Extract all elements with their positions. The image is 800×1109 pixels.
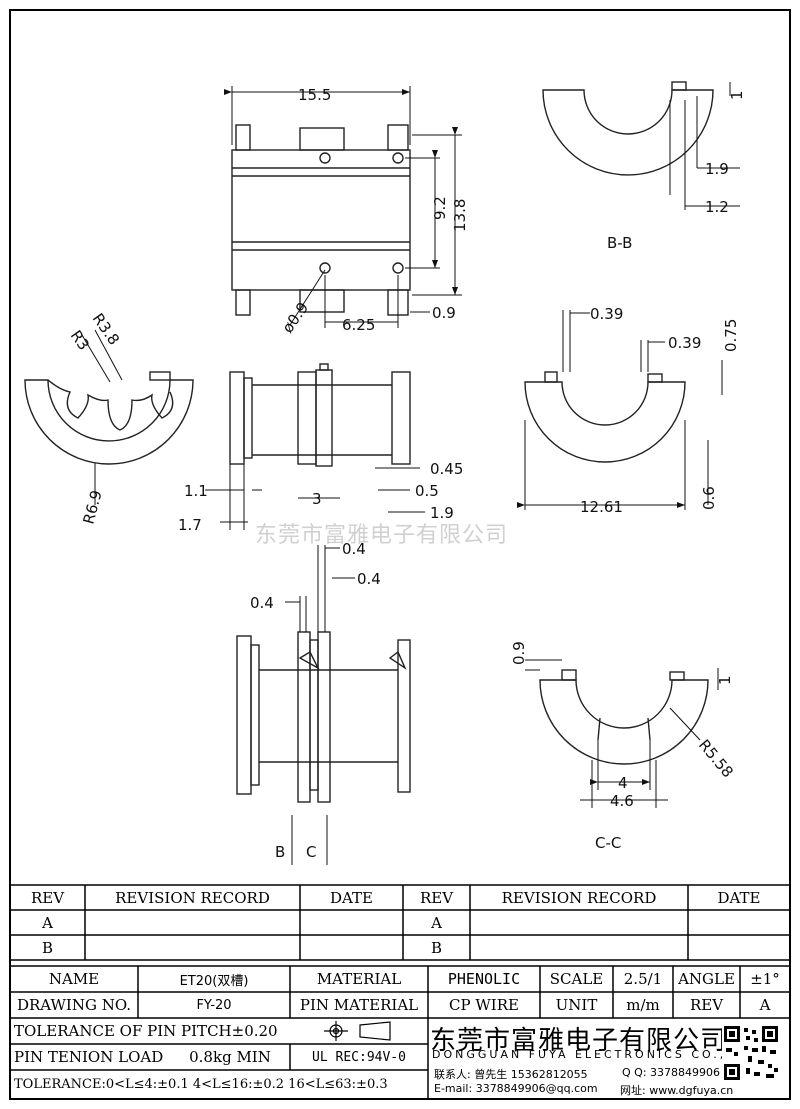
angle-value: ±1° [750,970,780,988]
label-bb: B-B [607,234,632,252]
general-tolerance: TOLERANCE:0<L≤4:±0.1 4<L≤16:±0.2 16<L≤63… [14,1077,388,1092]
dim-top-h-outer: 13.8 [451,199,469,232]
dim-right-1261: 12.61 [580,498,623,516]
pin-load-value: 0.8kg MIN [189,1048,271,1066]
name-value: ET20(双槽) [179,973,249,989]
pin-load-label: PIN TENION LOAD [14,1048,164,1066]
drawing-no-label: DRAWING NO. [16,996,132,1014]
qr-code-icon [722,1024,780,1082]
tolerance-symbol [324,1021,391,1041]
rev-row-a: A [42,913,53,932]
drawing-no-value: FY-20 [196,997,232,1013]
dim-cc-46: 4.6 [610,792,634,810]
dim-cc-1: 1 [716,675,734,685]
dim-bb-1: 1 [728,90,746,100]
dim-top-h-inner: 9.2 [431,196,449,220]
dim-cc-4: 4 [618,774,628,792]
dim-cc-09: 0.9 [510,641,528,665]
contact-person: 联系人: 曾先生 15362812055 [434,1068,588,1081]
dim-top-width: 15.5 [298,86,331,104]
tolerance-pin-pitch: TOLERANCE OF PIN PITCH±0.20 [14,1022,278,1040]
dim-front-05: 0.5 [415,482,439,500]
ul-rating: UL REC:94V-0 [312,1049,406,1065]
dim-top-hole: ø0.9 [279,299,313,336]
dim-side-04c: 0.4 [250,594,274,612]
unit-label: UNIT [555,996,598,1014]
dim-fan-r38: R3.8 [89,310,123,348]
dim-bb-12: 1.2 [705,198,729,216]
rev-header: REV [30,888,65,907]
dim-cc-r558: R5.58 [695,736,737,781]
date-header: DATE [330,888,373,907]
label-section-b: B [275,843,285,861]
dim-fan-r3: R3 [67,327,93,354]
pin-material-label: PIN MATERIAL [299,996,419,1014]
contact-email: E-mail: 3378849906@qq.com [434,1082,598,1095]
date-header-2: DATE [717,888,761,907]
dim-right-039a: 0.39 [590,305,623,323]
section-bb-view [542,81,714,176]
label-cc: C-C [595,834,621,852]
rev-label: REV [689,996,724,1014]
rev-row-a-2: A [431,913,442,932]
rev-header-2: REV [419,888,454,907]
rev-row-b-2: B [430,938,443,957]
dim-right-06: 0.6 [700,486,718,510]
scale-label: SCALE [549,970,604,988]
title-block-grid [10,884,790,1099]
scale-value: 2.5/1 [623,970,663,988]
material-label: MATERIAL [316,970,402,988]
pin-material-value: CP WIRE [449,996,519,1014]
revision-record-header: REVISION RECORD [115,888,270,907]
dim-front-3: 3 [312,490,322,508]
material-value: PHENOLIC [447,970,521,988]
dim-side-04b: 0.4 [357,570,381,588]
revision-record-header-2: REVISION RECORD [501,888,657,907]
section-cc-view [539,669,709,765]
rev-row-b: B [41,938,54,957]
dim-side-04a: 0.4 [342,540,366,558]
side-view [236,631,411,803]
top-view [231,124,411,316]
dim-top-edge: 0.9 [432,304,456,322]
name-label: NAME [48,970,100,988]
dim-fan-r69: R6.9 [79,488,105,526]
unit-value: m/m [626,996,660,1014]
company-name-cn: 东莞市富雅电子有限公司 [430,1026,728,1056]
dim-bb-19: 1.9 [705,160,729,178]
front-view [229,363,411,467]
fan-section-view [24,371,194,465]
dim-right-075: 0.75 [722,319,740,352]
dim-front-045: 0.45 [430,460,463,478]
dim-front-11: 1.1 [184,482,208,500]
company-name-en: DONGGUAN FUYA ELECTRONICS CO.,LTD [432,1048,756,1061]
angle-label: ANGLE [678,970,735,988]
watermark: 东莞市富雅电子有限公司 [255,523,509,548]
dim-right-039b: 0.39 [668,334,701,352]
dim-front-17: 1.7 [178,516,202,534]
rev-value: A [759,996,771,1014]
right-view [524,371,686,463]
dim-front-19: 1.9 [430,504,454,522]
label-section-c: C [306,843,316,861]
contact-qq: Q Q: 3378849906 [622,1066,721,1079]
dim-top-pitch: 6.25 [342,316,375,334]
contact-web: 网址: www.dgfuya.cn [620,1084,734,1097]
